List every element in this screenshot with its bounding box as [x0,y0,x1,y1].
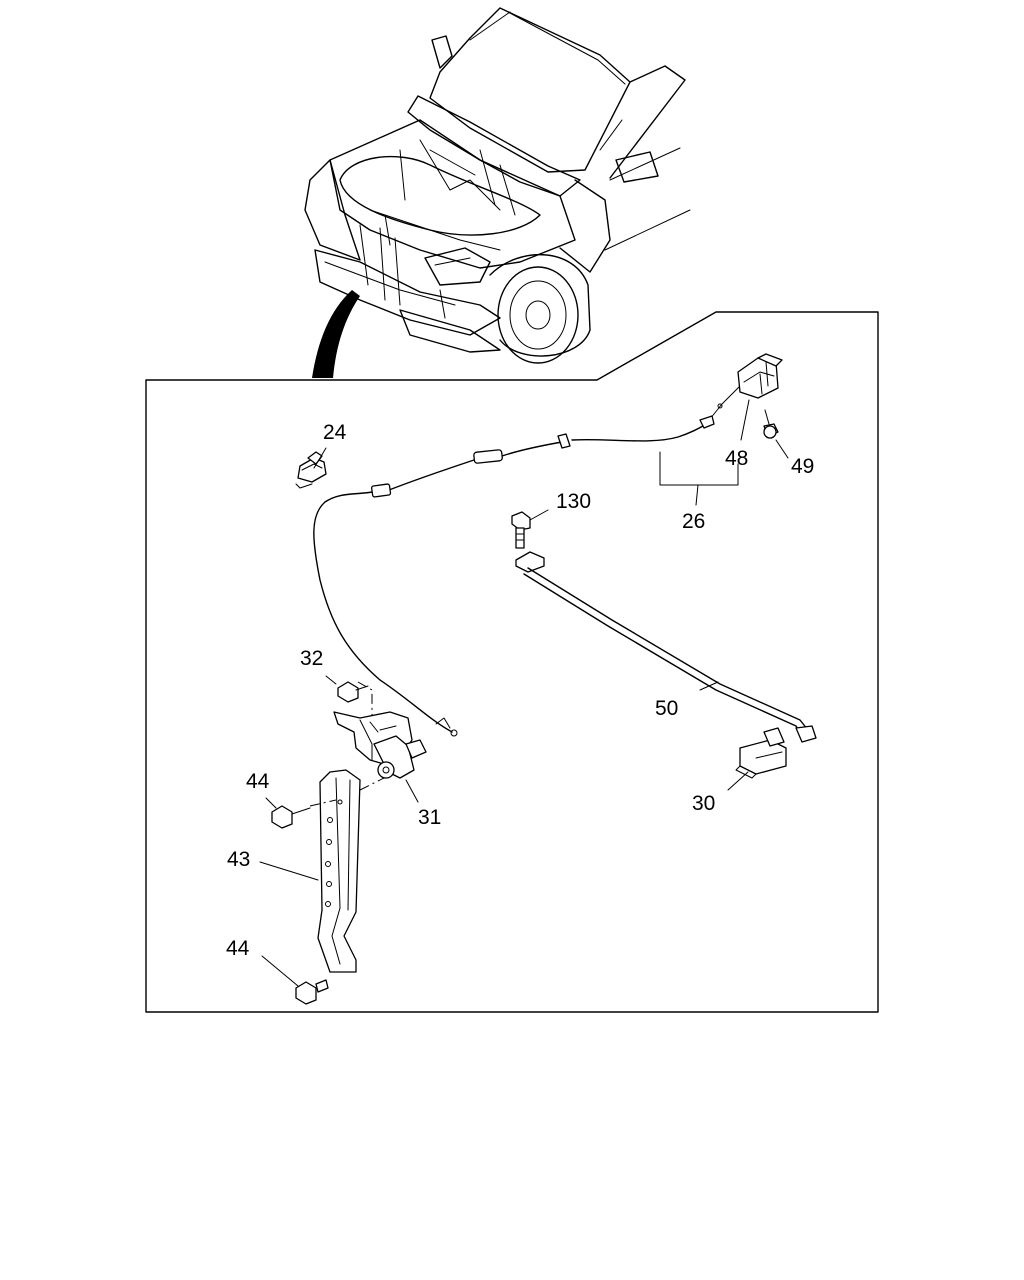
vehicle-overview-illustration [304,7,691,364]
bolt-part [511,509,549,549]
release-handle-part [737,353,783,399]
cable-assembly-bracket [659,451,739,486]
lock-bolt-part [325,675,373,720]
callout-44-lower: 44 [226,937,250,960]
callout-30: 30 [692,792,715,815]
callout-26: 26 [682,510,705,533]
stay-bolt-lower-part [261,955,329,1005]
callout-50: 50 [655,697,678,720]
callout-43: 43 [227,848,250,871]
callout-48: 48 [725,447,748,470]
hood-support-rod-part [515,551,817,743]
hood-release-cable-part [313,385,741,737]
detail-view-frame [145,311,879,1013]
stay-bolt-upper-part [265,797,337,829]
latch-stay-bracket-part [259,769,361,973]
callout-49: 49 [791,455,814,478]
callout-31: 31 [418,806,441,829]
screw-part [763,409,779,439]
callout-24: 24 [323,421,347,444]
callout-32: 32 [300,647,323,670]
hood-latch-lock-part [333,711,427,803]
view-pointer [312,290,360,378]
callout-130: 130 [556,490,591,513]
support-rod-holder-part [727,727,787,791]
callout-44-upper: 44 [246,770,270,793]
cable-clip-part [295,451,327,489]
